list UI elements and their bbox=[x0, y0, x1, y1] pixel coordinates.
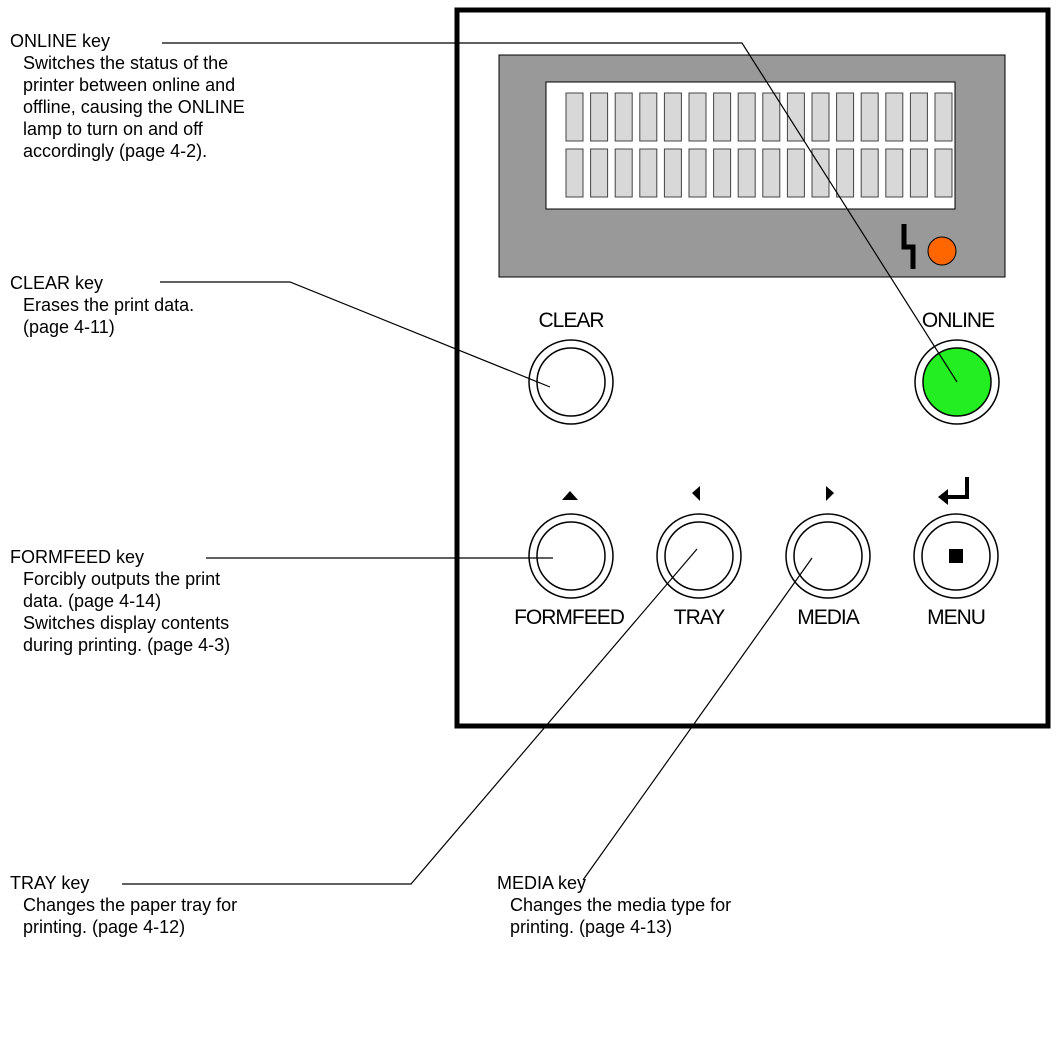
up-arrow-icon bbox=[562, 491, 578, 500]
online-callout-line: lamp to turn on and off bbox=[23, 119, 203, 139]
tray-callout-line: Changes the paper tray for bbox=[23, 895, 238, 915]
online-callout-line: printer between online and bbox=[23, 75, 236, 95]
formfeed-callout-title: FORMFEED key bbox=[10, 547, 145, 567]
lcd-cell bbox=[762, 92, 781, 142]
lcd-cell bbox=[663, 148, 682, 198]
lcd-cell bbox=[614, 92, 633, 142]
formfeed-callout-line: Forcibly outputs the print bbox=[23, 569, 221, 589]
clear-callout-line: Erases the print data. bbox=[23, 295, 195, 315]
right-arrow-icon bbox=[826, 486, 834, 501]
media-key-label: MEDIA bbox=[797, 606, 860, 629]
clear-callout-title: CLEAR key bbox=[10, 273, 104, 293]
lcd-cell bbox=[688, 92, 707, 142]
menu-key-label: MENU bbox=[927, 606, 985, 629]
clear-button[interactable] bbox=[528, 339, 614, 425]
clear-key-label: CLEAR bbox=[538, 309, 604, 332]
formfeed-callout: FORMFEED key Forcibly outputs the print … bbox=[10, 546, 230, 656]
media-callout-line: printing. (page 4-13) bbox=[510, 917, 673, 937]
tray-callout-line: printing. (page 4-12) bbox=[23, 917, 186, 937]
lcd-cell bbox=[909, 92, 928, 142]
media-leader-line bbox=[582, 557, 813, 881]
lcd-cell bbox=[737, 148, 756, 198]
tray-callout-title: TRAY key bbox=[10, 873, 90, 893]
lcd-cell bbox=[565, 92, 584, 142]
lcd-cell bbox=[885, 148, 904, 198]
lcd-cell bbox=[762, 148, 781, 198]
lcd-cell bbox=[737, 92, 756, 142]
lcd-cell bbox=[811, 92, 830, 142]
lcd-cell bbox=[713, 92, 732, 142]
lcd-cell bbox=[909, 148, 928, 198]
clear-callout: CLEAR key Erases the print data. (page 4… bbox=[10, 272, 194, 338]
tray-leader-line bbox=[122, 548, 698, 885]
lcd-cell bbox=[786, 148, 805, 198]
lcd-cell bbox=[836, 148, 855, 198]
lcd-cell bbox=[639, 148, 658, 198]
formfeed-key-label: FORMFEED bbox=[514, 606, 625, 629]
lcd-cell bbox=[786, 92, 805, 142]
lcd-cell bbox=[639, 92, 658, 142]
lcd-cell bbox=[688, 148, 707, 198]
online-callout: ONLINE key Switches the status of the pr… bbox=[10, 30, 245, 162]
media-callout-title: MEDIA key bbox=[497, 873, 587, 893]
lcd-cell bbox=[811, 148, 830, 198]
lcd-cell bbox=[860, 148, 879, 198]
media-callout: MEDIA key Changes the media type for pri… bbox=[497, 872, 731, 938]
online-leader-line bbox=[162, 42, 958, 383]
tray-button[interactable] bbox=[656, 513, 742, 599]
online-callout-line: accordingly (page 4-2). bbox=[23, 141, 208, 161]
clear-leader-line bbox=[160, 281, 551, 388]
formfeed-callout-line: Switches display contents bbox=[23, 613, 230, 633]
lcd-character-cells bbox=[565, 92, 953, 198]
formfeed-callout-line: data. (page 4-14) bbox=[23, 591, 162, 611]
online-callout-line: offline, causing the ONLINE bbox=[23, 97, 245, 117]
lcd-cell bbox=[885, 92, 904, 142]
clear-callout-line: (page 4-11) bbox=[23, 317, 115, 337]
online-callout-title: ONLINE key bbox=[10, 31, 111, 51]
media-button[interactable] bbox=[785, 513, 871, 599]
attention-lamp bbox=[927, 236, 957, 266]
tray-key-label: TRAY bbox=[674, 606, 725, 629]
lcd-cell bbox=[565, 148, 584, 198]
formfeed-callout-line: during printing. (page 4-3) bbox=[23, 635, 231, 655]
lcd-cell bbox=[934, 148, 953, 198]
lcd-cell bbox=[614, 148, 633, 198]
lcd-cell bbox=[590, 148, 609, 198]
lcd-cell bbox=[713, 148, 732, 198]
stop-square-icon bbox=[949, 549, 963, 563]
lcd-cell bbox=[860, 92, 879, 142]
enter-icon bbox=[938, 477, 969, 505]
lcd-cell bbox=[590, 92, 609, 142]
left-arrow-icon bbox=[692, 486, 700, 501]
media-callout-line: Changes the media type for bbox=[510, 895, 732, 915]
tray-callout: TRAY key Changes the paper tray for prin… bbox=[10, 872, 237, 938]
menu-button[interactable] bbox=[913, 513, 999, 599]
lcd-cell bbox=[934, 92, 953, 142]
online-callout-line: Switches the status of the bbox=[23, 53, 229, 73]
lcd-cell bbox=[836, 92, 855, 142]
lcd-cell bbox=[663, 92, 682, 142]
formfeed-button[interactable] bbox=[528, 513, 614, 599]
online-key-label: ONLINE bbox=[922, 309, 995, 332]
lightning-icon bbox=[901, 224, 916, 269]
